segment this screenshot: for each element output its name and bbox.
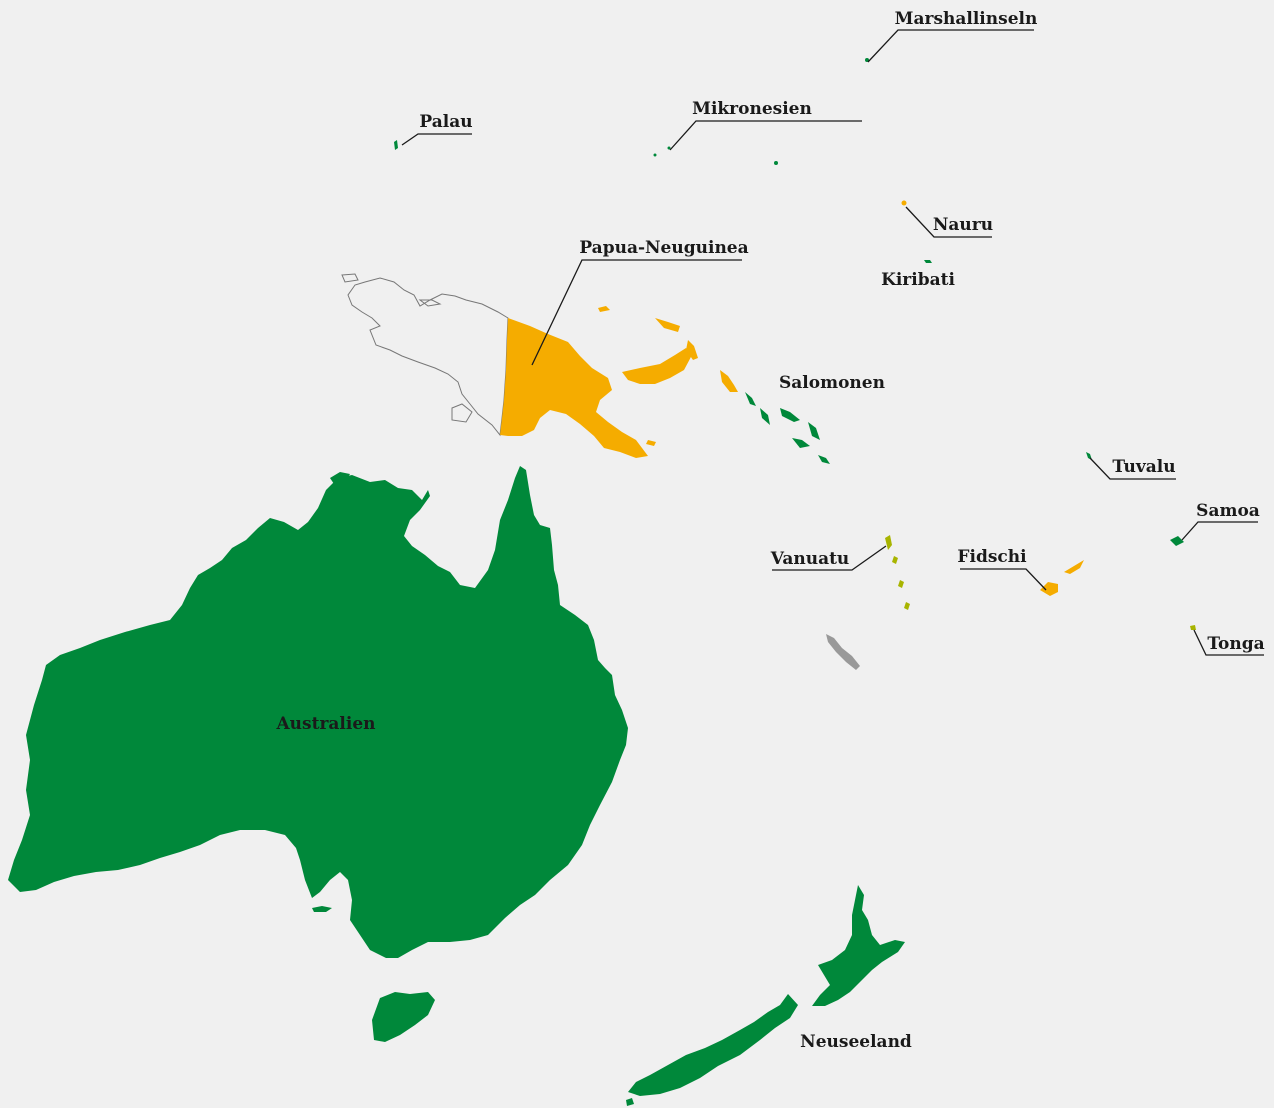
australia-shape[interactable] xyxy=(8,466,628,1042)
vanuatu-shape[interactable] xyxy=(885,535,910,610)
leader-micronesia xyxy=(669,120,862,151)
western-new-guinea-shape xyxy=(341,273,509,437)
label-papua-new-guinea: Papua-Neuguinea xyxy=(579,238,748,258)
micronesia-shape[interactable] xyxy=(653,146,779,166)
label-palau: Palau xyxy=(419,112,472,132)
palau-shape[interactable] xyxy=(394,140,398,150)
leader-tonga xyxy=(1193,629,1264,656)
samoa-shape[interactable] xyxy=(1170,536,1184,546)
kiribati-shape[interactable] xyxy=(924,260,932,263)
leader-papua-new-guinea xyxy=(531,259,742,366)
leader-tuvalu xyxy=(1089,457,1176,480)
label-samoa: Samoa xyxy=(1196,501,1260,521)
nauru-shape[interactable] xyxy=(901,200,907,206)
papua-new-guinea-shape[interactable] xyxy=(500,306,738,458)
label-micronesia: Mikronesien xyxy=(692,99,812,119)
label-nauru: Nauru xyxy=(933,215,993,235)
leader-fiji xyxy=(960,568,1047,591)
new-caledonia-shape xyxy=(826,634,860,670)
label-vanuatu: Vanuatu xyxy=(770,549,850,569)
marshall-islands-shape[interactable] xyxy=(865,58,869,62)
fiji-shape[interactable] xyxy=(1040,560,1084,596)
label-australia: Australien xyxy=(275,714,375,734)
label-tonga: Tonga xyxy=(1207,634,1264,654)
leader-marshall-islands xyxy=(867,29,1034,63)
label-kiribati: Kiribati xyxy=(881,270,955,290)
solomon-islands-shape[interactable] xyxy=(745,392,830,464)
tonga-shape[interactable] xyxy=(1190,625,1196,630)
leader-samoa xyxy=(1181,521,1258,541)
label-solomon-islands: Salomonen xyxy=(779,373,885,393)
leader-nauru xyxy=(905,206,992,238)
label-marshall-islands: Marshallinseln xyxy=(895,9,1038,29)
label-new-zealand: Neuseeland xyxy=(800,1032,912,1052)
label-fiji: Fidschi xyxy=(957,547,1027,567)
leader-vanuatu xyxy=(772,545,887,571)
label-tuvalu: Tuvalu xyxy=(1112,457,1175,477)
new-zealand-shape[interactable] xyxy=(626,885,905,1106)
leader-palau xyxy=(401,133,472,146)
